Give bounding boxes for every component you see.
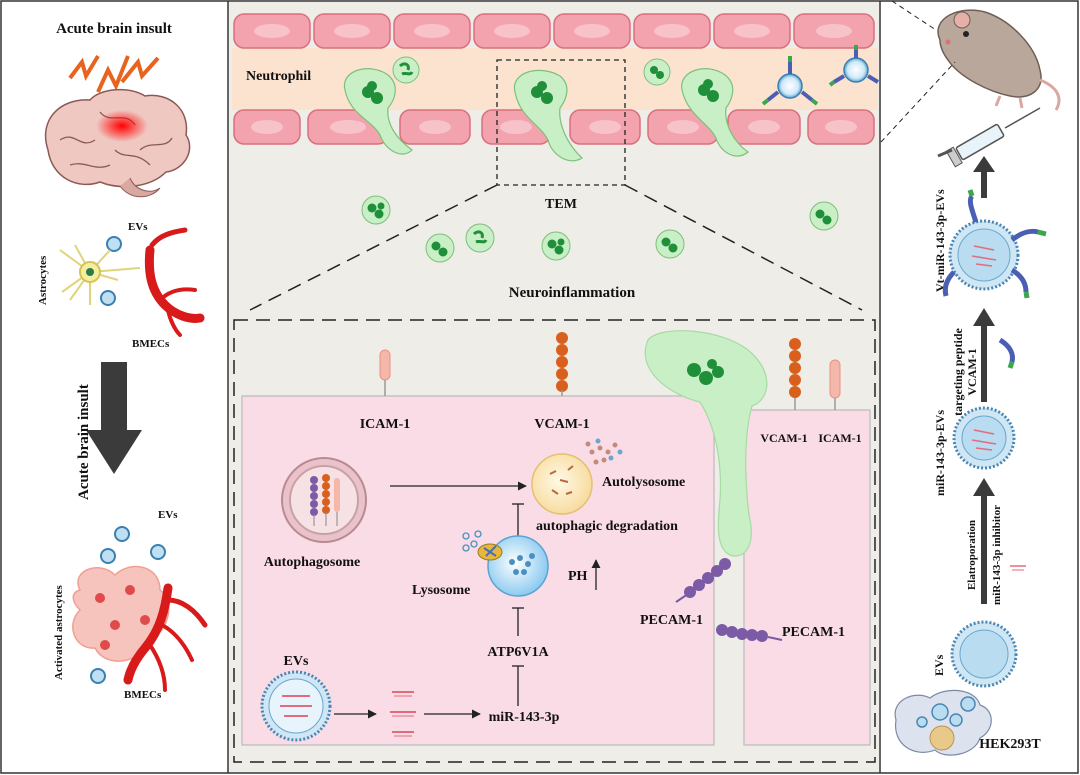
lysosome-label: Lysosome <box>412 583 470 598</box>
autophagosome <box>281 457 367 543</box>
atp6v1a-label: ATP6V1A <box>487 645 549 660</box>
pecam1-right-label: PECAM-1 <box>782 625 845 640</box>
transmigrating-neutrophil <box>681 68 749 157</box>
ev-particle <box>100 548 116 564</box>
hek293t-label: HEK293T <box>979 737 1041 752</box>
ev-icon <box>950 620 1018 688</box>
astrocytes-label: Astrocytes <box>37 255 49 305</box>
bmec-vessel-icon <box>144 227 205 337</box>
autolysosome <box>531 438 623 515</box>
up-arrow <box>973 478 995 604</box>
zoom-line-left <box>249 184 498 311</box>
activated-astrocytes-label: Activated astrocytes <box>53 584 65 680</box>
down-arrow <box>86 362 142 474</box>
vt-evs-label: Vt-miR-143-3p-EVs <box>933 189 947 292</box>
bmecs-top-label: BMECs <box>132 338 170 350</box>
ev-particle <box>106 236 122 252</box>
vcam-peptide-label-2: targeting peptide <box>951 327 965 415</box>
pecam1-right <box>716 624 783 642</box>
ev-particle <box>100 290 116 306</box>
center-panel: Neutrophil <box>229 2 880 772</box>
bmecs-bottom-label: BMECs <box>124 689 162 701</box>
ev-particle <box>90 668 106 684</box>
vcam1-label: VCAM-1 <box>534 417 589 432</box>
vcam1-receptor-right <box>789 338 801 410</box>
syringe-icon <box>937 107 1041 168</box>
brain-icon <box>44 88 191 198</box>
evs-detail-label: EVs <box>284 654 309 669</box>
vcam-peptide-label-1: VCAM-1 <box>965 348 979 395</box>
vcam1-right-label: VCAM-1 <box>760 431 807 445</box>
targeting-peptide-icon <box>998 337 1015 369</box>
mirna-strands <box>390 691 416 737</box>
icam1-receptor-right <box>829 359 841 410</box>
endothelial-cell-right <box>743 409 871 746</box>
neutrophil-cell <box>425 233 455 263</box>
neutrophil-cell <box>541 231 571 261</box>
bmec-vessel-icon <box>123 583 208 692</box>
autophagic-degradation-label: autophagic degradation <box>536 519 678 534</box>
evs-top-label: EVs <box>128 221 148 233</box>
targeted-ev <box>761 56 819 106</box>
zoom-box <box>496 59 626 186</box>
neuroinflammation-label: Neuroinflammation <box>509 285 636 301</box>
mouse-icon <box>937 9 1061 111</box>
detail-box <box>233 319 876 763</box>
right-panel: Vt-miR-143-3p-EVs VCAM-1 targeting pepti… <box>880 0 1061 756</box>
neutrophil-cell <box>809 201 839 231</box>
pecam1-left <box>675 558 731 603</box>
left-panel: Acute brain insult EVs Astrocytes <box>37 21 208 701</box>
inhibitor-strand-icon <box>1010 565 1026 571</box>
neutrophil-cell <box>655 229 685 259</box>
targeted-ev <box>828 45 880 87</box>
v-atpase-icon <box>477 543 503 561</box>
acute-brain-insult-title: Acute brain insult <box>56 21 172 37</box>
ev-vesicle-detail <box>260 670 332 742</box>
transmigrating-neutrophil <box>513 69 583 162</box>
ev-particle <box>114 526 130 542</box>
electroporation-label: Elatroporation <box>966 520 978 590</box>
lightning-icon <box>68 54 160 93</box>
evs-right-label: EVs <box>932 654 946 676</box>
up-arrow <box>973 308 995 402</box>
neutrophil-cell <box>392 56 420 84</box>
astrocyte-icon <box>59 244 141 305</box>
up-arrow <box>973 156 995 198</box>
ev-particle <box>150 544 166 560</box>
neutrophil-cell <box>361 195 391 225</box>
inhibitor-label: miR-143-3p inhibitor <box>991 505 1003 605</box>
icam1-receptor <box>379 349 391 396</box>
transmigrating-neutrophil <box>343 68 413 155</box>
neutrophil-nucleus <box>687 359 724 385</box>
vcam1-receptor <box>556 332 568 396</box>
transmigrating-neutrophil-detail <box>644 330 768 557</box>
icam1-label: ICAM-1 <box>360 417 411 432</box>
targeted-ev-large <box>942 189 1047 299</box>
lysosome <box>462 530 549 597</box>
ph-label: PH <box>568 569 588 584</box>
mir-ev-icon <box>952 406 1016 470</box>
zoom-link-top <box>891 0 937 31</box>
mir-label: miR-143-3p <box>489 710 560 725</box>
pecam1-left-label: PECAM-1 <box>640 613 703 628</box>
autolysosome-label: Autolysosome <box>602 475 685 490</box>
zoom-link-bottom <box>880 61 956 143</box>
neutrophil-cell <box>643 58 671 86</box>
neutrophil-cell <box>465 223 495 253</box>
evs-bottom-label: EVs <box>158 509 178 521</box>
neutrophil-label: Neutrophil <box>246 69 311 84</box>
acute-brain-insult-arrow-label: Acute brain insult <box>76 384 92 500</box>
mir-evs-label: miR-143-3p-EVs <box>933 410 947 496</box>
hek293t-cell-icon <box>894 689 992 756</box>
autophagosome-label: Autophagosome <box>264 555 360 570</box>
icam1-right-label: ICAM-1 <box>818 431 861 445</box>
tem-label: TEM <box>545 197 577 212</box>
zoom-line-right <box>624 184 863 311</box>
activated-astrocytes-icon <box>72 565 170 662</box>
